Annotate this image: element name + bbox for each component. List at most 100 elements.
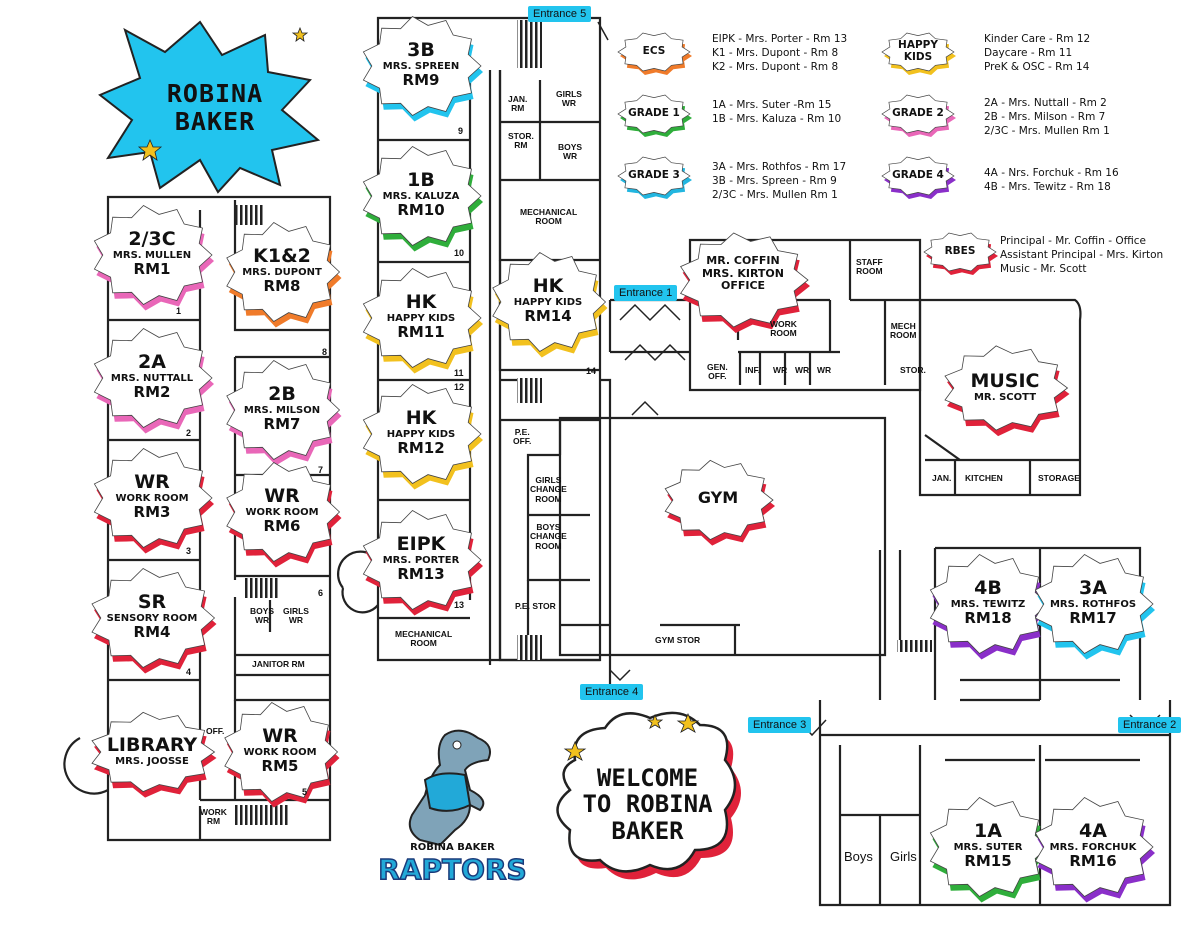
- music-burst: [944, 345, 1069, 431]
- rm8-burst: [226, 221, 341, 323]
- wr-a-label: WR: [773, 365, 788, 375]
- office-teacher: MRS. KIRTON: [701, 266, 784, 280]
- entrance-4-label: Entrance 4: [580, 684, 644, 700]
- boys-wr-top-label: BOYS WR: [558, 142, 583, 162]
- mechanical-room-bottom-label: MECHANICAL ROOM: [395, 629, 453, 649]
- room-number-2: 2: [186, 428, 192, 438]
- room-number-10: 10: [454, 248, 465, 258]
- room-number-14: 14: [586, 366, 597, 376]
- rm6-title: WR: [264, 485, 300, 507]
- rm13-teacher: MRS. PORTER: [382, 554, 460, 566]
- legend-entry: EIPK - Mrs. Porter - Rm 13: [712, 33, 848, 45]
- legend-badge: ECS: [642, 45, 666, 57]
- rm13-burst: [362, 509, 482, 611]
- rm1-teacher: MRS. MULLEN: [112, 249, 192, 261]
- rm12-burst: [362, 383, 482, 485]
- rm5-room-number: RM5: [261, 757, 299, 776]
- work-rm-label: WORK RM: [200, 807, 227, 827]
- rm4-teacher: SENSORY ROOM: [106, 612, 198, 624]
- stor-label: STOR.: [900, 365, 926, 375]
- rm15-teacher: MRS. SUTER: [953, 841, 1023, 853]
- rm7-teacher: MRS. MILSON: [243, 404, 321, 416]
- gym-burst: [664, 459, 774, 541]
- rm8-room-number: RM8: [263, 277, 301, 296]
- legend-entry: K2 - Mrs. Dupont - Rm 8: [712, 61, 839, 73]
- rm4-burst: [91, 568, 216, 668]
- legend-badge: RBES: [944, 245, 976, 257]
- rm7-room-number: RM7: [263, 415, 301, 434]
- room-number-3: 3: [186, 546, 192, 556]
- pe-stor-label: P.E. STOR: [515, 601, 556, 611]
- office-room-number: OFFICE: [720, 279, 766, 293]
- legend-entry: 2A - Mrs. Nuttall - Rm 2: [984, 97, 1107, 109]
- library-burst: [91, 711, 216, 793]
- wr-b-label: WR: [795, 365, 810, 375]
- rm5-teacher: WORK ROOM: [243, 746, 317, 758]
- rm1-burst: [93, 204, 213, 306]
- music-teacher: MR. SCOTT: [973, 391, 1037, 403]
- rm9-room-number: RM9: [402, 71, 440, 90]
- star-icon: [563, 740, 587, 761]
- rm7-title: 2B: [268, 383, 296, 405]
- rm16-title: 4A: [1079, 820, 1107, 842]
- rm8-teacher: MRS. DUPONT: [242, 266, 322, 278]
- legend-entry: 1B - Mrs. Kaluza - Rm 10: [712, 113, 842, 125]
- rm5-burst: [224, 701, 339, 803]
- rm11-title: HK: [405, 291, 437, 313]
- raptors-logo-top: ROBINA BAKER: [410, 842, 495, 853]
- storage-label: STORAGE: [1038, 473, 1080, 483]
- jan-label: JAN.: [932, 473, 952, 483]
- rm12-title: HK: [405, 407, 437, 429]
- gym-label: GYM: [648, 489, 788, 507]
- gym-stor-label: GYM STOR: [655, 635, 701, 645]
- music-title: MUSIC: [970, 370, 1040, 392]
- star-icon: [137, 138, 163, 161]
- rm17-room-number: RM17: [1069, 609, 1117, 628]
- legend-entry: PreK & OSC - Rm 14: [984, 61, 1090, 73]
- legend-entry: Kinder Care - Rm 12: [984, 33, 1091, 45]
- mech-room-right-label: MECH ROOM: [890, 321, 917, 341]
- welcome-line-1: WELCOME: [596, 764, 699, 792]
- rm1-title: 2/3C: [128, 228, 176, 250]
- legend-entry: Assistant Principal - Mrs. Kirton: [1000, 249, 1164, 261]
- rm1-room-number: RM1: [133, 260, 171, 279]
- gym-outline: [558, 416, 887, 657]
- staff-room-label: STAFF ROOM: [856, 257, 883, 277]
- entrance-1-label: Entrance 1: [614, 285, 678, 301]
- girls-wr-top-label: GIRLS WR: [556, 89, 582, 109]
- legend-entry: 4B - Mrs. Tewitz - Rm 18: [984, 181, 1111, 193]
- legend-entry: 3B - Mrs. Spreen - Rm 9: [712, 175, 837, 187]
- janitor-rm-label: JANITOR RM: [252, 659, 305, 669]
- welcome-line-3: BAKER: [611, 816, 684, 845]
- rm3-title: WR: [134, 471, 170, 493]
- entrance-3-label: Entrance 3: [748, 717, 812, 733]
- rm16-burst: [1034, 796, 1154, 898]
- rm15-room-number: RM15: [964, 852, 1012, 871]
- rm17-title: 3A: [1079, 577, 1107, 599]
- rm6-burst: [226, 461, 341, 563]
- kitchen-label: KITCHEN: [965, 473, 1003, 483]
- rm18-burst: [929, 553, 1049, 655]
- rm9-teacher: MRS. SPREEN: [382, 60, 460, 72]
- legend-entry: Principal - Mr. Coffin - Office: [1000, 235, 1146, 247]
- raptor-mascot-icon: [408, 729, 491, 847]
- rm4-room-number: RM4: [133, 623, 171, 642]
- legend-entry: 2/3C - Mrs. Mullen Rm 1: [712, 189, 838, 201]
- rm8-title: K1&2: [253, 245, 311, 267]
- entrance-5-label: Entrance 5: [528, 6, 592, 22]
- boys-change-room-label: BOYS CHANGE ROOM: [530, 522, 567, 551]
- welcome-line-2: TO ROBINA: [582, 790, 713, 819]
- boys-wr-left-label: BOYS WR: [250, 606, 275, 626]
- legend-badge-burst: [881, 94, 955, 134]
